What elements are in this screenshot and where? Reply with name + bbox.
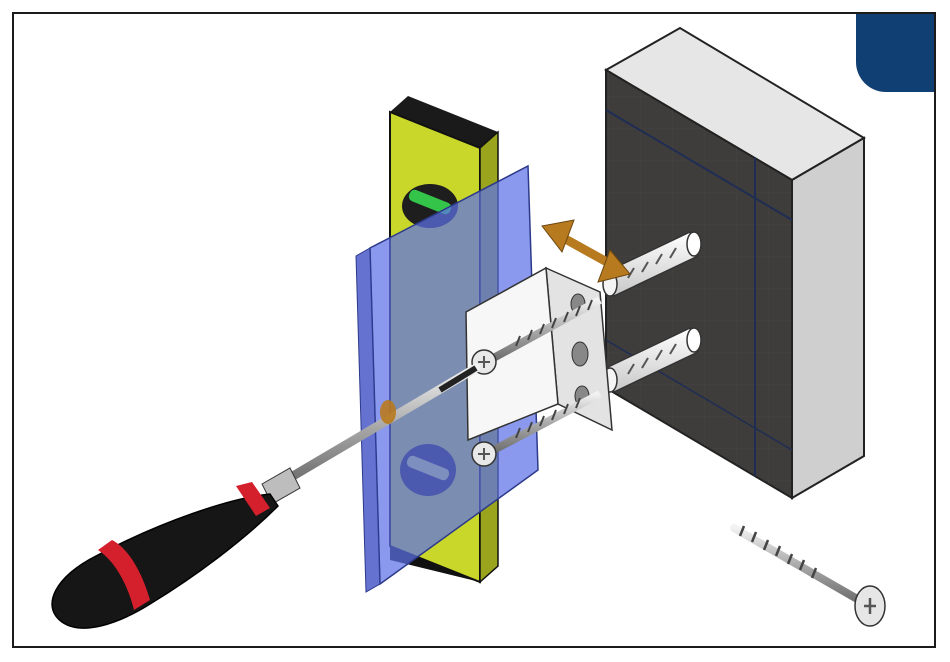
bracket-hole	[572, 342, 588, 366]
loose-screw	[734, 526, 885, 626]
wall-side-face	[792, 138, 864, 498]
screwdriver-handle	[52, 494, 278, 628]
screwdriver-pivot-marker	[380, 400, 396, 424]
